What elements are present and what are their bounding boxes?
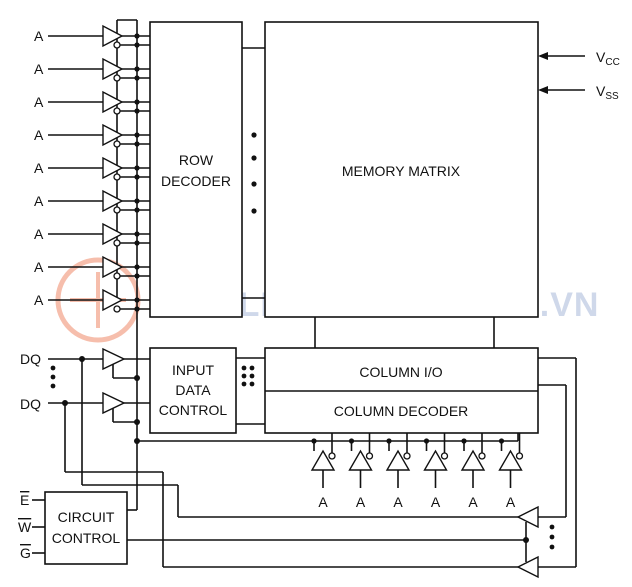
- row-address-buffer: [102, 189, 124, 213]
- column-address-label: A: [318, 494, 328, 510]
- row-address-buffer: [102, 288, 124, 312]
- inverter-bubble: [113, 272, 121, 280]
- input-data-control-label-3: CONTROL: [159, 402, 228, 418]
- inverter-bubble: [113, 239, 121, 247]
- row-address-label: A: [34, 292, 44, 308]
- row-address-label: A: [34, 259, 44, 275]
- column-address-label: A: [393, 494, 403, 510]
- vcc-label: VCC: [596, 49, 620, 68]
- row-decoder-block: [149, 21, 243, 318]
- row-address-buffer: [102, 57, 124, 81]
- inverter-bubble: [113, 140, 121, 148]
- column-address-label: A: [468, 494, 478, 510]
- row-address-label: A: [34, 94, 44, 110]
- row-ellipsis: [251, 132, 257, 214]
- circuit-control-block: [44, 491, 128, 565]
- inverter-bubble: [113, 206, 121, 214]
- column-decoder-label: COLUMN DECODER: [334, 403, 469, 419]
- input-data-control-label-2: DATA: [175, 382, 211, 398]
- inverter-bubble: [113, 173, 121, 181]
- dq-label-2: DQ: [20, 396, 41, 412]
- output-enable-label: G: [20, 545, 31, 561]
- circuit-control-label-2: CONTROL: [52, 530, 121, 546]
- inverter-bubble: [440, 452, 449, 460]
- row-address-buffer: [102, 156, 124, 180]
- inverter-bubble: [113, 74, 121, 82]
- vss-label: VSS: [596, 83, 619, 102]
- inverter-bubble: [113, 107, 121, 115]
- output-ellipsis: [549, 524, 555, 550]
- memory-matrix-block: [264, 21, 539, 318]
- row-address-label: A: [34, 193, 44, 209]
- column-address-label: A: [356, 494, 366, 510]
- input-data-control-label-1: INPUT: [172, 362, 214, 378]
- write-label: W: [18, 519, 32, 535]
- inverter-bubble: [515, 452, 524, 460]
- circuit-control-label-1: CIRCUIT: [58, 509, 115, 525]
- dq-ellipsis: [50, 365, 56, 389]
- output-buffer-2: [516, 555, 539, 579]
- input-data-control-block: [149, 347, 237, 434]
- column-address-label: A: [431, 494, 441, 510]
- row-address-label: A: [34, 226, 44, 242]
- row-address-label: A: [34, 28, 44, 44]
- row-address-label: A: [34, 127, 44, 143]
- inverter-bubble: [478, 452, 486, 460]
- row-address-buffer: [102, 222, 124, 246]
- row-address-buffer: [102, 123, 124, 147]
- inverter-bubble: [113, 305, 121, 313]
- inverter-bubble: [113, 41, 121, 49]
- dq-label-1: DQ: [20, 351, 41, 367]
- row-address-inputs: A A A A A A A A A: [34, 24, 150, 313]
- inverter-bubble: [403, 452, 411, 460]
- row-address-buffer: [102, 90, 124, 114]
- enable-label: E: [20, 492, 29, 508]
- inverter-bubble: [328, 452, 336, 460]
- row-address-label: A: [34, 160, 44, 176]
- column-address-label: A: [506, 494, 516, 510]
- row-address-label: A: [34, 61, 44, 77]
- inverter-bubble: [365, 452, 374, 460]
- data-bus-ellipsis: [241, 365, 255, 387]
- row-address-buffer: [102, 255, 124, 279]
- memory-matrix-label: MEMORY MATRIX: [342, 163, 461, 179]
- row-decoder-label-1: ROW: [179, 152, 214, 168]
- row-decoder-label-2: DECODER: [161, 173, 231, 189]
- row-address-buffer: [102, 24, 124, 48]
- output-buffer-1: [516, 505, 539, 529]
- column-io-label: COLUMN I/O: [359, 364, 442, 380]
